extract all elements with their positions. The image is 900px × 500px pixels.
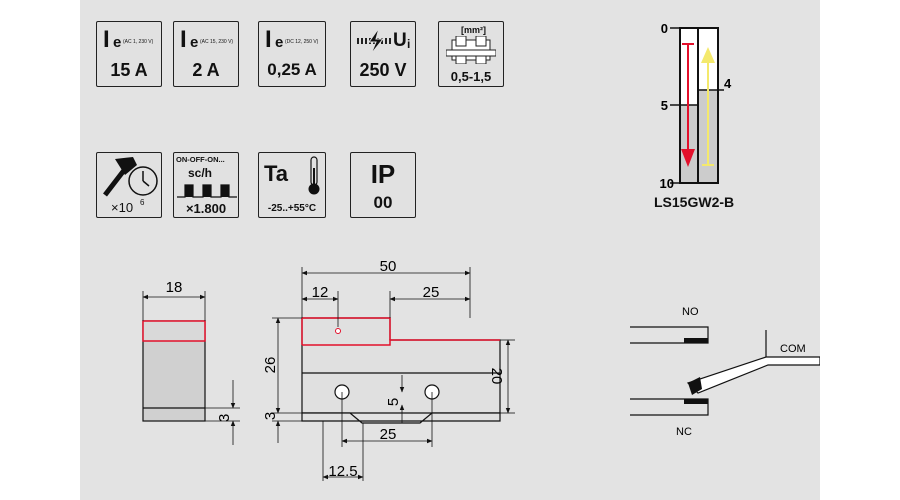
- rating-condition: (DC 12, 250 V): [285, 39, 319, 45]
- mech-value: ×10: [111, 200, 134, 215]
- current-subscript: e: [190, 34, 199, 51]
- switching-top-label: ON-OFF-ON...: [176, 155, 225, 164]
- com-lever: [686, 356, 820, 394]
- switching-value: ×1.800: [185, 201, 227, 216]
- current-symbol: I: [265, 26, 272, 53]
- voltage-symbol: U: [393, 30, 407, 51]
- voltage-subscript: i: [407, 37, 411, 51]
- yellow-arrow-head: [701, 47, 715, 63]
- dim-height-26: 26: [262, 357, 279, 374]
- scale-mark-5: 5: [661, 98, 668, 113]
- red-arrow-head: [681, 149, 695, 167]
- pulse-icon: [177, 184, 237, 198]
- current-subscript: e: [275, 34, 284, 51]
- no-contact: [684, 338, 708, 343]
- dim-left-offset: 12: [312, 284, 329, 301]
- scale-mark-10: 10: [660, 176, 674, 191]
- temp-value: -25..+55°C: [267, 203, 317, 214]
- front-view: [272, 267, 515, 481]
- nc-label: NC: [676, 426, 692, 435]
- rating-value: 0,25 A: [267, 60, 317, 79]
- rating-ac15-icon: I e (AC 15, 230 V) 2 A: [173, 21, 239, 87]
- dim-total-width: 50: [380, 258, 397, 275]
- ip-value: 00: [373, 193, 393, 212]
- dim-side-width: 18: [166, 279, 183, 296]
- scale-mark-0: 0: [661, 21, 668, 36]
- switching-rate-icon: ON-OFF-ON... sc/h ×1.800: [173, 152, 239, 218]
- wire-unit: [mm²]: [461, 25, 486, 35]
- dimension-drawing: 18 3: [142, 258, 515, 481]
- rating-value: 2 A: [192, 60, 220, 80]
- scale-mark-4: 4: [724, 76, 732, 91]
- terminal-block-icon: [446, 36, 496, 64]
- no-label: NO: [682, 306, 699, 318]
- current-subscript: e: [113, 34, 122, 51]
- lightning-icon: [357, 28, 393, 54]
- dim-hole-12-5: 12.5: [328, 463, 357, 480]
- rating-ac1-icon: I e (AC 1, 230 V) 15 A: [96, 21, 162, 87]
- ip-rating-icon: IP 00: [350, 152, 416, 218]
- dim-height-20: 20: [488, 368, 505, 385]
- ip-symbol: IP: [370, 159, 396, 189]
- dim-bottom-3: 3: [262, 412, 279, 420]
- dim-holes-25: 25: [380, 426, 397, 443]
- rating-condition: (AC 1, 230 V): [123, 39, 154, 45]
- voltage-value: 250 V: [359, 60, 407, 80]
- current-symbol: I: [180, 26, 187, 53]
- mechanical-life-icon: ×10 6: [96, 152, 162, 218]
- wire-value: 0,5-1,5: [450, 69, 492, 84]
- dim-side-bottom: 3: [216, 414, 233, 422]
- rating-value: 15 A: [110, 60, 148, 80]
- mech-exponent: 6: [140, 198, 145, 207]
- thermometer-icon: [308, 156, 320, 195]
- hammer-clock-icon: [103, 157, 158, 197]
- dim-mid-5: 5: [385, 398, 402, 406]
- ambient-temperature-icon: Ta -25..+55°C: [258, 152, 326, 218]
- insulation-voltage-icon: U i 250 V: [350, 21, 416, 87]
- switching-unit: sc/h: [188, 166, 213, 180]
- nc-contact: [684, 399, 708, 404]
- travel-scale-diagram: 0 5 10 4: [660, 21, 732, 191]
- temp-symbol: Ta: [264, 161, 289, 186]
- side-view: [142, 291, 240, 445]
- wire-section-icon: [mm²] 0,5-1,5: [438, 21, 504, 87]
- model-label: LS15GW2-B: [654, 194, 735, 210]
- contact-schematic: NO NC COM: [630, 306, 820, 435]
- rating-dc12-icon: I e (DC 12, 250 V) 0,25 A: [258, 21, 326, 87]
- current-symbol: I: [103, 26, 110, 53]
- dim-right-offset: 25: [423, 284, 440, 301]
- com-contact: [688, 377, 702, 395]
- com-label: COM: [780, 343, 806, 355]
- rating-condition: (AC 15, 230 V): [200, 39, 234, 45]
